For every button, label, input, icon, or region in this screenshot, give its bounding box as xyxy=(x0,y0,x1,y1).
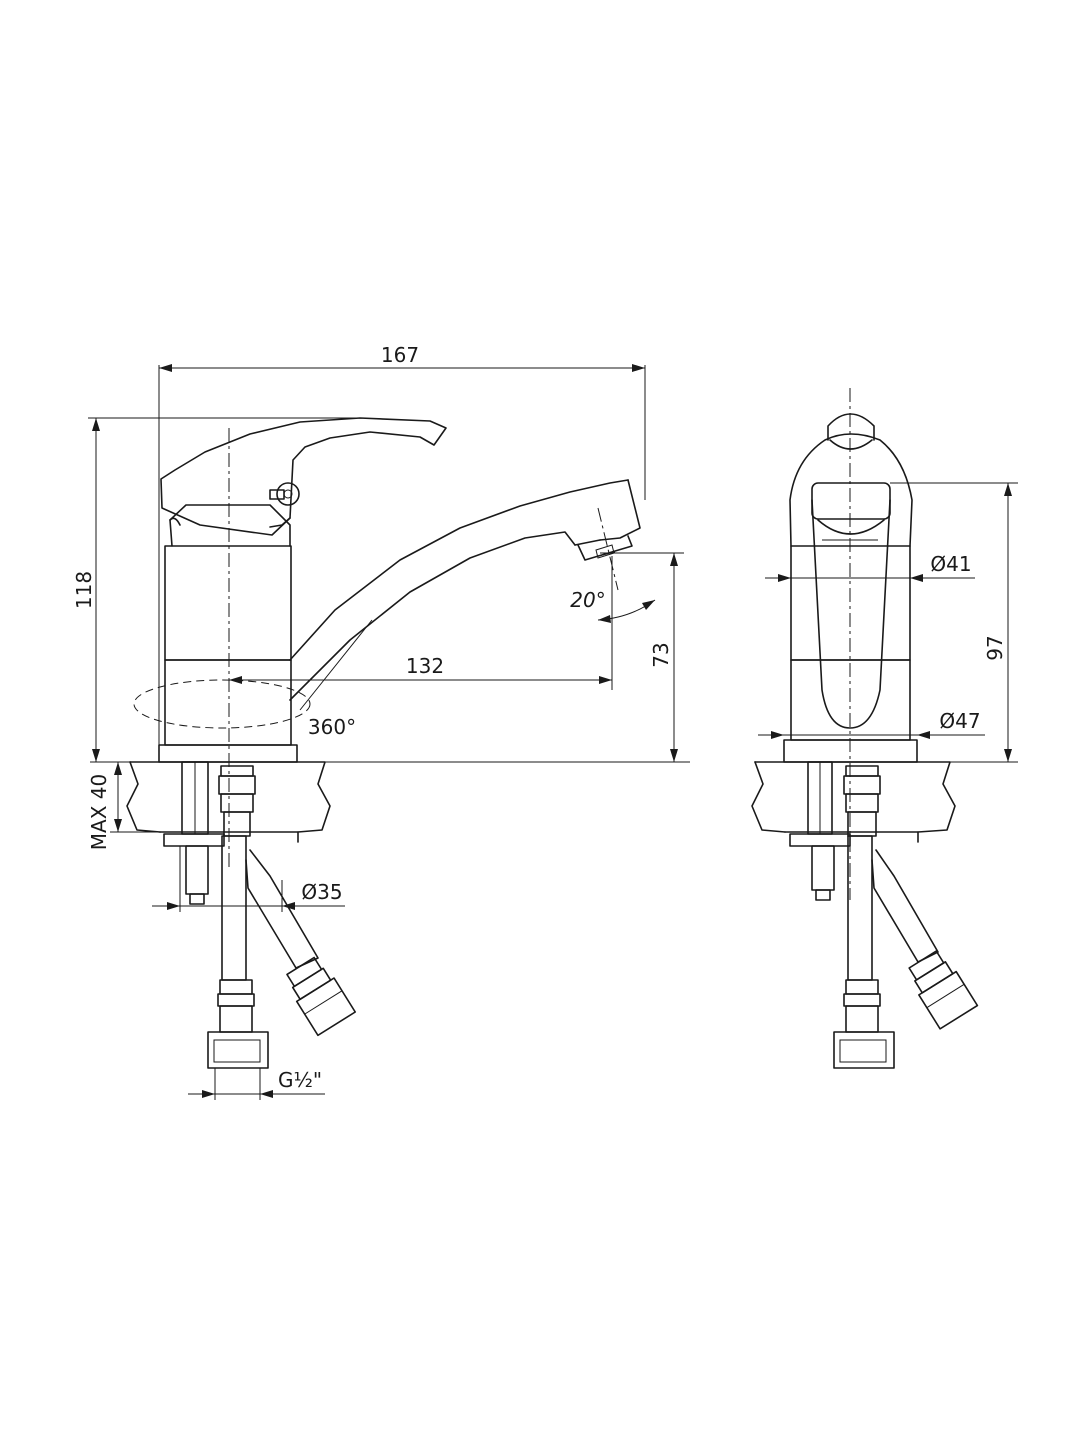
label-mounting-diameter: Ø35 xyxy=(301,880,342,904)
label-overall-length: 167 xyxy=(381,343,419,367)
dim-mounting-diameter: Ø35 xyxy=(152,846,345,912)
front-view: Ø41 Ø47 97 xyxy=(751,388,1018,1069)
dim-overall-height: 118 xyxy=(72,417,360,762)
hoses-side xyxy=(207,765,357,1069)
mounting-stud xyxy=(163,761,225,905)
dim-aerator-angle: 20° xyxy=(570,588,656,623)
countertop-front xyxy=(751,761,956,843)
label-overall-height: 118 xyxy=(72,571,96,609)
dim-overall-length: 167 xyxy=(158,343,646,745)
label-body-height: 97 xyxy=(983,635,1007,660)
dim-spout-reach: 132 xyxy=(229,556,613,690)
label-spout-reach: 132 xyxy=(406,654,444,678)
label-base-diameter: Ø47 xyxy=(939,709,980,733)
label-body-diameter: Ø41 xyxy=(930,552,971,576)
dim-base-diameter: Ø47 xyxy=(758,709,985,739)
dim-body-diameter: Ø41 xyxy=(765,552,975,582)
label-thread: G½" xyxy=(278,1068,322,1092)
dim-thread: G½" xyxy=(188,1068,325,1100)
hoses-front xyxy=(833,765,979,1069)
mounting-front xyxy=(789,761,851,901)
label-swivel-angle: 360° xyxy=(308,715,356,739)
faucet-body-side xyxy=(158,504,298,763)
label-aerator-angle: 20° xyxy=(570,588,605,612)
label-spout-height: 73 xyxy=(649,642,673,667)
dim-spout-height: 73 xyxy=(600,552,684,762)
label-max-thickness: MAX 40 xyxy=(87,774,111,850)
dim-body-height: 97 xyxy=(890,482,1018,763)
side-view: 167 118 73 132 20° 360 xyxy=(72,343,690,1100)
dim-max-thickness: MAX 40 xyxy=(87,762,160,850)
lever-handle-side xyxy=(160,417,447,536)
countertop-side xyxy=(90,761,690,843)
swivel-ellipse xyxy=(133,679,311,729)
